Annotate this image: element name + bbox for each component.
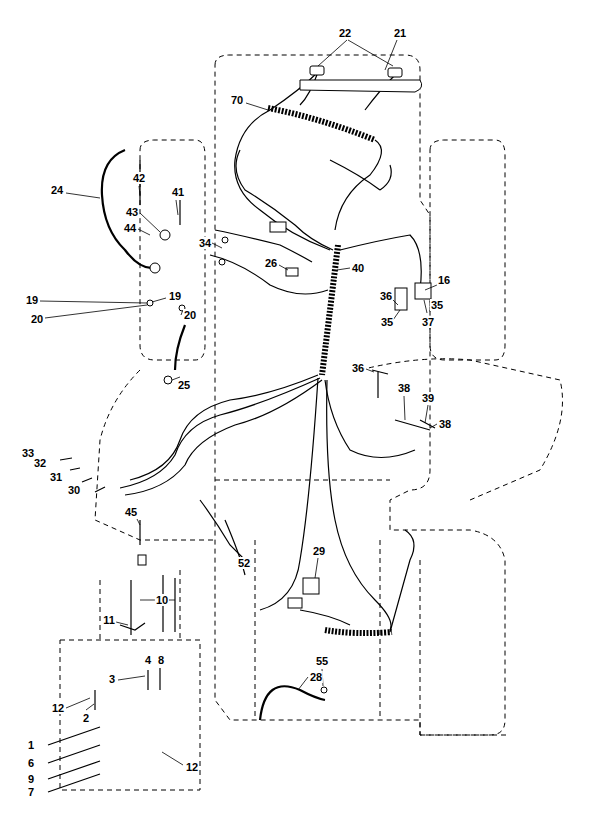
- callout-number: 1: [27, 739, 35, 751]
- callout-number: 30: [67, 484, 81, 496]
- leader-lines: [40, 40, 437, 765]
- callout-number: 12: [185, 761, 199, 773]
- callout-number: 7: [27, 786, 35, 798]
- callout-number: 36: [379, 290, 393, 302]
- tractor-outline: [60, 55, 563, 790]
- coil-wrap: [268, 108, 392, 633]
- callout-number: 4: [144, 654, 152, 666]
- callout-number: 11: [102, 614, 116, 626]
- callout-number: 29: [312, 545, 326, 557]
- callout-number: 26: [264, 257, 278, 269]
- callout-number: 45: [124, 506, 138, 518]
- callout-number: 37: [421, 316, 435, 328]
- callout-number: 24: [50, 184, 64, 196]
- callout-number: 43: [125, 206, 139, 218]
- callout-number: 21: [393, 27, 407, 39]
- callout-number: 34: [198, 237, 212, 249]
- callout-number: 25: [177, 379, 191, 391]
- harness-wires: [120, 72, 421, 632]
- callout-number: 42: [132, 172, 146, 184]
- callout-number: 70: [230, 94, 244, 106]
- callout-number: 19: [168, 290, 182, 302]
- part-symbols: [138, 66, 431, 693]
- heavy-cables: [102, 150, 325, 720]
- callout-number: 20: [183, 309, 197, 321]
- callout-number: 35: [430, 299, 444, 311]
- hardware: [48, 160, 435, 792]
- callout-number: 9: [27, 773, 35, 785]
- callout-number: 35: [380, 316, 394, 328]
- callout-number: 10: [155, 594, 169, 606]
- callout-number: 12: [51, 702, 65, 714]
- callout-number: 38: [438, 418, 452, 430]
- callout-number: 3: [108, 673, 116, 685]
- callout-number: 2: [82, 712, 90, 724]
- callout-number: 44: [123, 222, 137, 234]
- callout-number: 20: [30, 313, 44, 325]
- callout-number: 41: [171, 186, 185, 198]
- callout-number: 36: [351, 362, 365, 374]
- callout-number: 38: [397, 382, 411, 394]
- callout-number: 6: [27, 757, 35, 769]
- callout-number: 8: [157, 654, 165, 666]
- callout-number: 16: [437, 274, 451, 286]
- callout-number: 22: [338, 27, 352, 39]
- callout-number: 28: [309, 671, 323, 683]
- callout-number: 39: [421, 392, 435, 404]
- callout-number: 52: [237, 557, 251, 569]
- callout-number: 55: [315, 655, 329, 667]
- callout-number: 40: [351, 262, 365, 274]
- callout-number: 31: [49, 471, 63, 483]
- callout-number: 32: [33, 457, 47, 469]
- callout-number: 19: [25, 294, 39, 306]
